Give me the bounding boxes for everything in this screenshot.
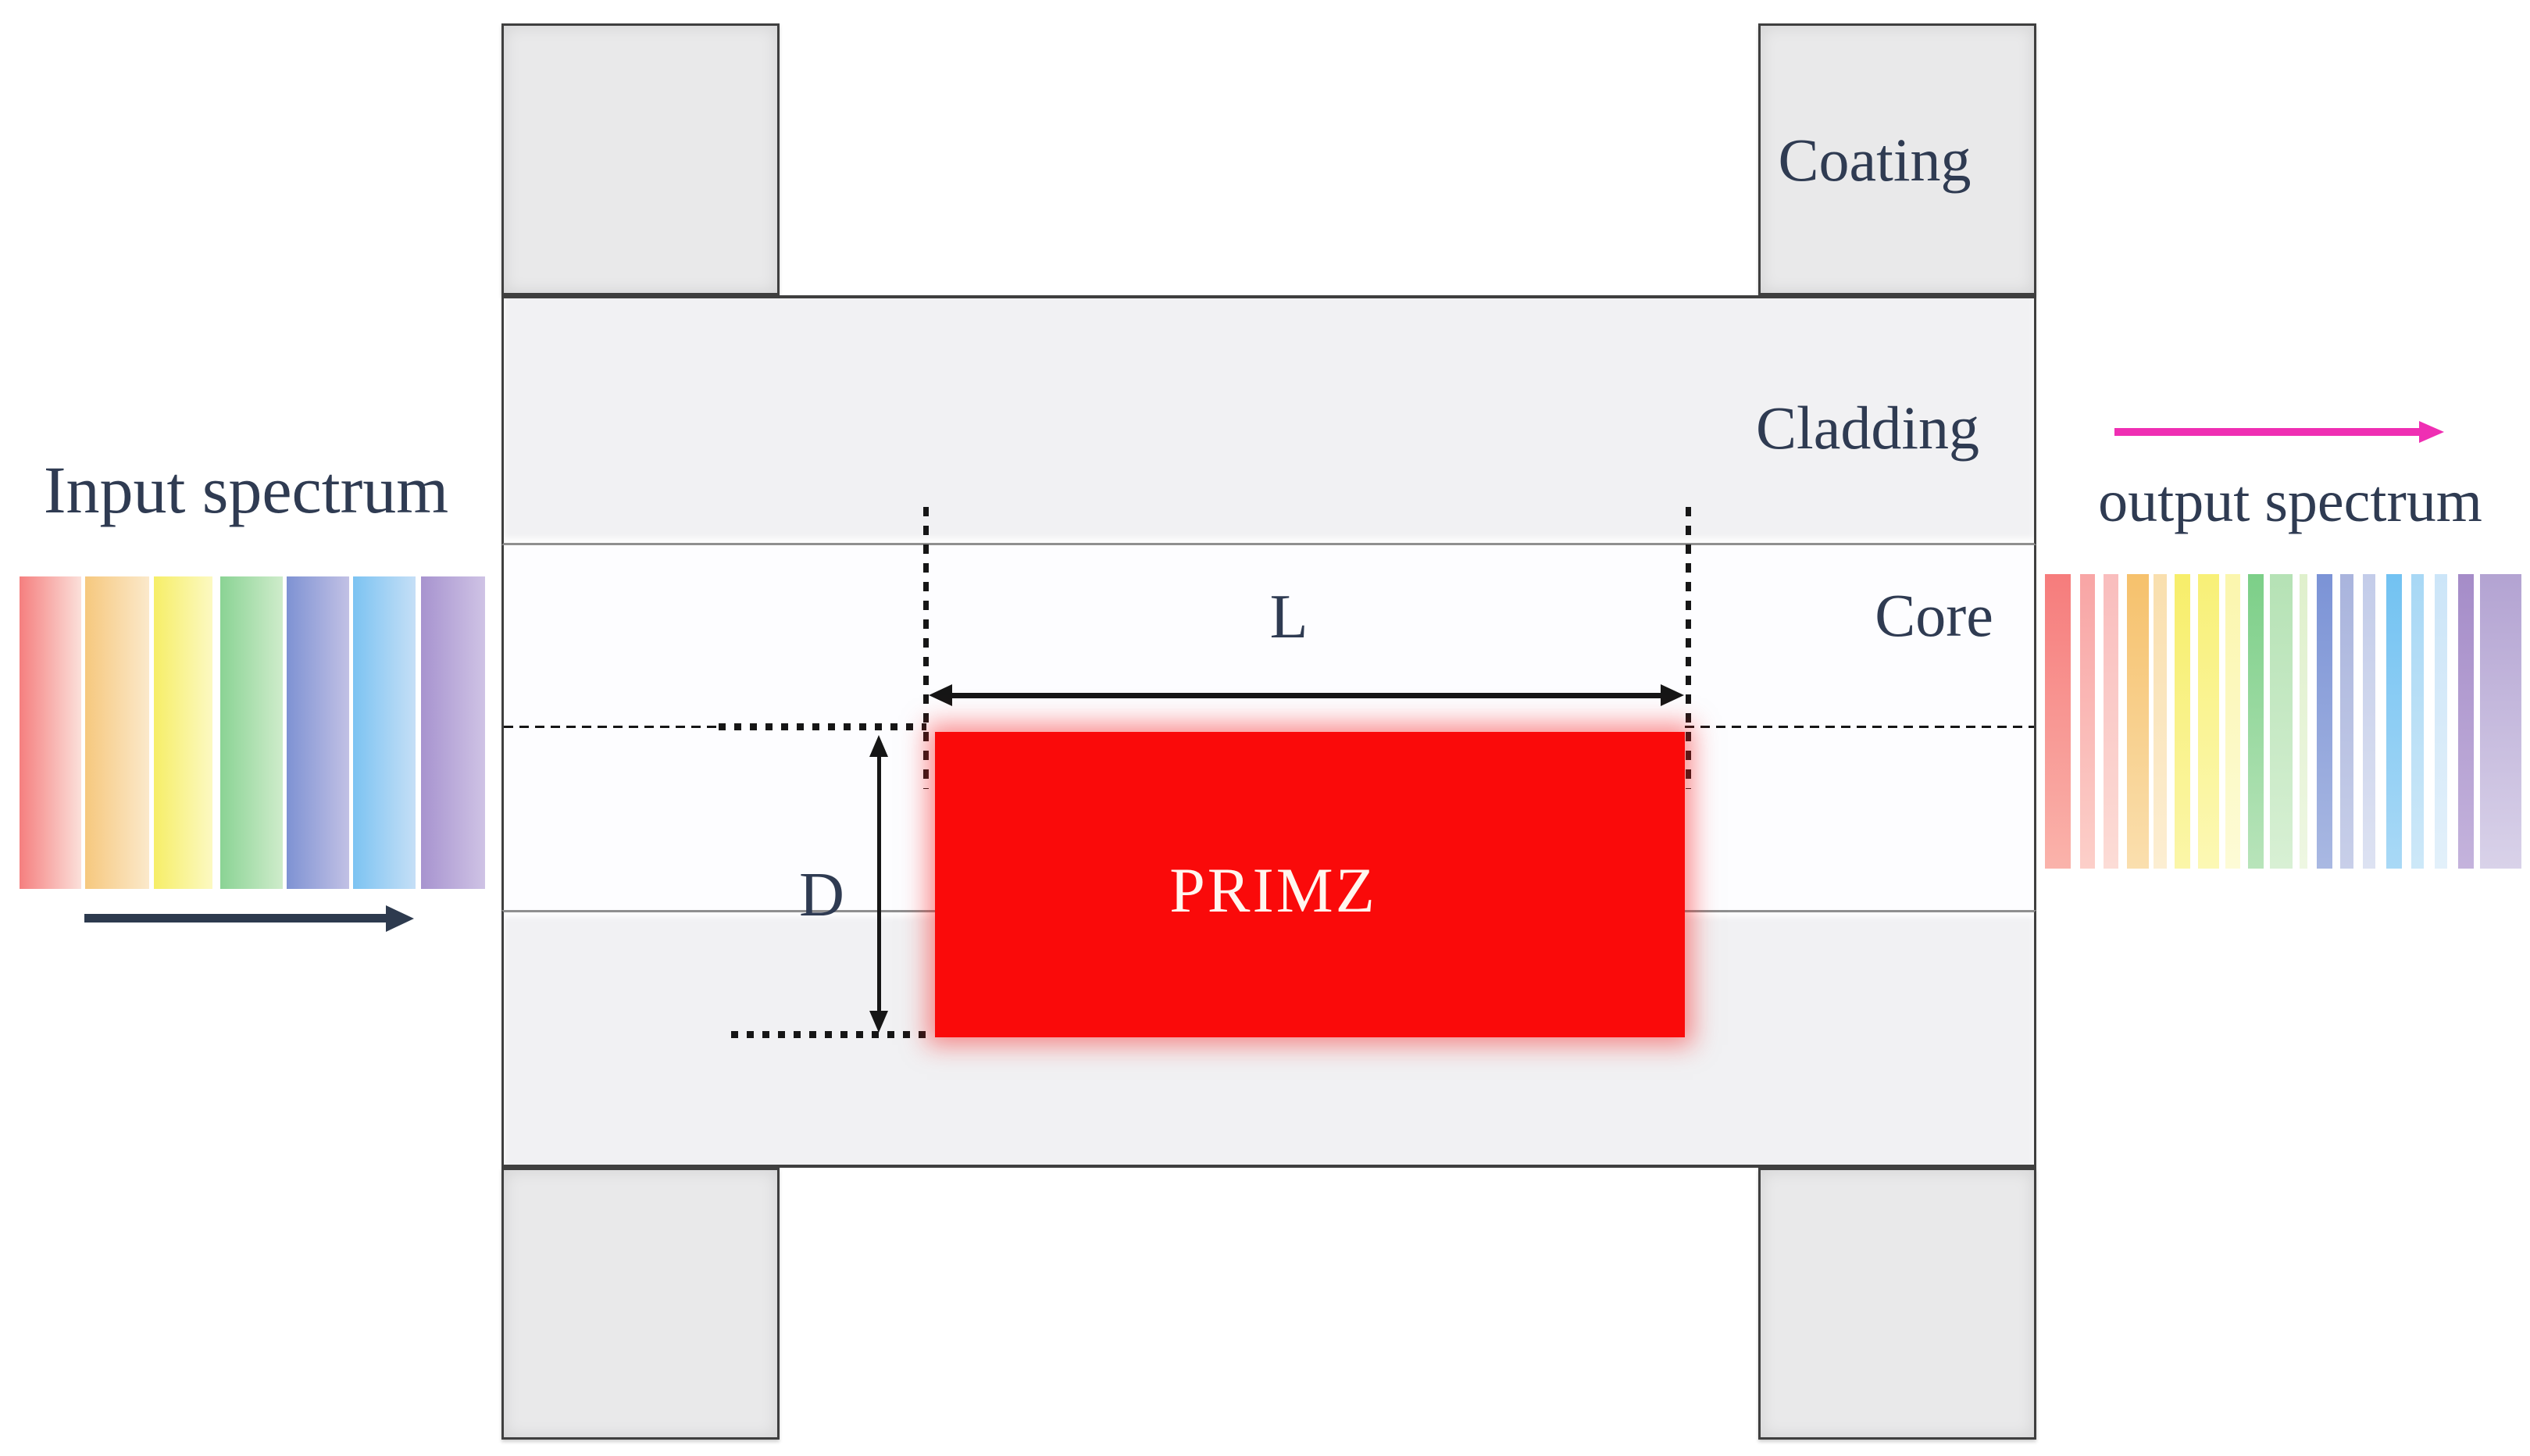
coating-block-top-left [501, 23, 780, 295]
output-spectrum-bar [2458, 574, 2474, 869]
output-direction-arrowhead-icon [2419, 421, 2444, 443]
depth-arrowhead-top-icon [869, 735, 888, 757]
length-arrowhead-right-icon [1661, 684, 1684, 706]
output-spectrum-bar [2225, 574, 2240, 869]
input-direction-arrowhead-icon [386, 905, 414, 932]
coating-label: Coating [1778, 126, 1972, 194]
output-spectrum-bar [2435, 574, 2447, 869]
output-spectrum-bars [2045, 574, 2525, 869]
output-spectrum-bar [2154, 574, 2167, 869]
output-spectrum-bar [2127, 574, 2149, 869]
length-dimension-label: L [1269, 583, 1308, 651]
output-spectrum-bar [2175, 574, 2190, 869]
output-spectrum-bar [2104, 574, 2118, 869]
output-spectrum-bar [2045, 574, 2071, 869]
output-spectrum-bar [2270, 574, 2293, 869]
core-label: Core [1875, 581, 1993, 649]
depth-arrowhead-bottom-icon [869, 1011, 888, 1033]
length-reference-dotted-line-right [1686, 507, 1691, 789]
output-spectrum-bar [2198, 574, 2219, 869]
length-arrow-shaft [942, 693, 1672, 698]
core-axis-dashed-line-left [504, 726, 721, 728]
output-spectrum-bar [2411, 574, 2424, 869]
output-spectrum-bar [2480, 574, 2521, 869]
input-spectrum-bar [287, 576, 349, 889]
length-arrowhead-left-icon [929, 684, 952, 706]
input-spectrum-bar [85, 576, 149, 889]
output-spectrum-bar [2080, 574, 2095, 869]
input-direction-arrow [84, 914, 389, 922]
output-spectrum-bar [2317, 574, 2332, 869]
length-reference-dotted-line-left [923, 507, 929, 789]
output-spectrum-bar [2363, 574, 2375, 869]
output-spectrum-label: output spectrum [2098, 469, 2482, 534]
depth-reference-dotted-line-top [719, 723, 926, 730]
cladding-band-top [501, 295, 2036, 545]
output-spectrum-bar [2248, 574, 2264, 869]
coating-block-top-right [1758, 23, 2036, 295]
coating-block-bottom-right [1758, 1168, 2036, 1440]
input-spectrum-bar [154, 576, 212, 889]
input-spectrum-bar [20, 576, 81, 889]
output-spectrum-bar [2340, 574, 2353, 869]
output-direction-arrow [2114, 428, 2422, 436]
primz-device-region [935, 732, 1685, 1037]
output-spectrum-bar [2300, 574, 2307, 869]
depth-arrow-shaft [877, 742, 881, 1025]
core-axis-dashed-line-right [1685, 726, 2034, 728]
input-spectrum-bar [421, 576, 485, 889]
input-spectrum-label: Input spectrum [43, 452, 449, 527]
input-spectrum-bars [20, 576, 488, 889]
depth-dimension-label: D [799, 861, 844, 930]
depth-reference-dotted-line-bottom [731, 1031, 928, 1038]
coating-block-bottom-left [501, 1168, 780, 1440]
output-spectrum-bar [2386, 574, 2402, 869]
input-spectrum-bar [353, 576, 416, 889]
primz-device-label: PRIMZ [1169, 855, 1377, 926]
input-spectrum-bar [220, 576, 283, 889]
cladding-label: Cladding [1756, 394, 1979, 462]
